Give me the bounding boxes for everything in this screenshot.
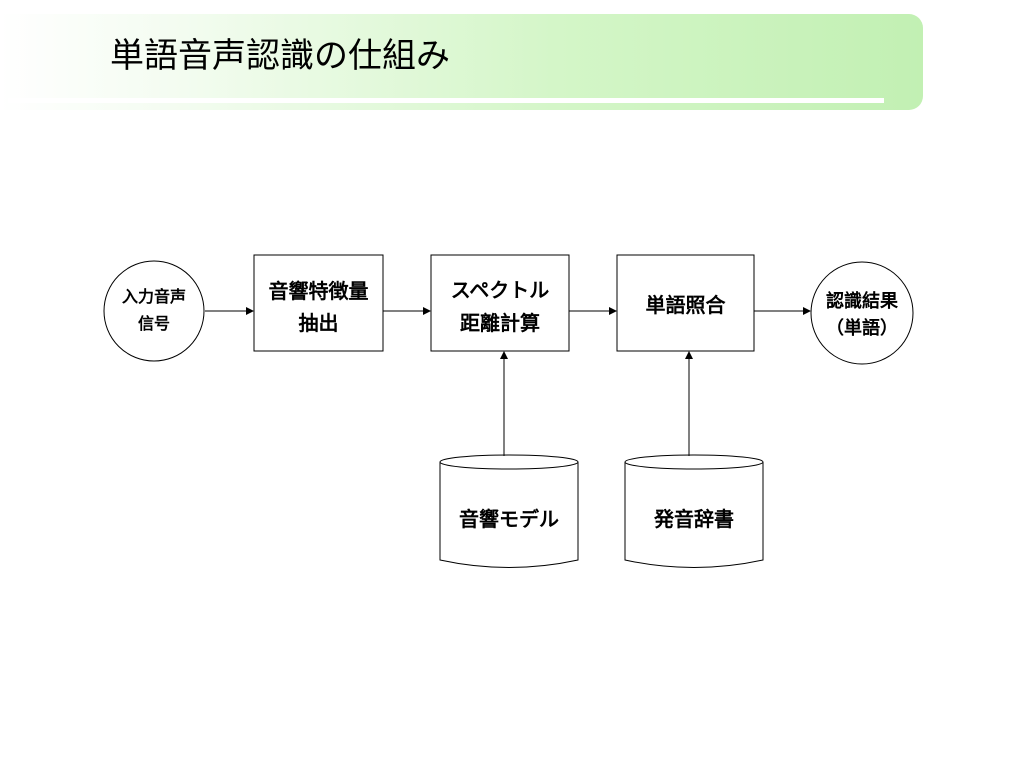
word-matching-label: 単語照合 — [646, 293, 727, 317]
acoustic-model-cylinder-body — [439, 462, 579, 568]
word-matching-box — [616, 254, 755, 352]
title-band — [0, 14, 923, 110]
feature-extraction-label-line2: 抽出 — [299, 311, 339, 335]
node-spectral-distance: スペクトル 距離計算 — [430, 254, 570, 352]
input-signal-label-line1: 入力音声 — [122, 287, 186, 306]
input-signal-label-line2: 信号 — [138, 314, 170, 333]
node-word-matching: 単語照合 — [616, 254, 755, 352]
node-result: 認識結果 （単語） — [810, 261, 914, 365]
pronunciation-dictionary-cylinder-top — [624, 454, 764, 470]
acoustic-model-label: 音響モデル — [459, 507, 559, 531]
spectral-distance-label-line1: スペクトル — [451, 278, 550, 302]
result-label-line2: （単語） — [826, 317, 898, 339]
title-divider — [8, 98, 884, 103]
node-pronunciation-dictionary: 発音辞書 — [624, 454, 764, 568]
pronunciation-dictionary-cylinder-body — [624, 462, 764, 568]
node-acoustic-model: 音響モデル — [439, 454, 579, 568]
input-signal-circle — [103, 260, 205, 362]
slide-title: 単語音声認識の仕組み — [110, 36, 450, 76]
node-feature-extraction: 音響特徴量 抽出 — [253, 254, 384, 352]
result-circle — [810, 261, 914, 365]
acoustic-model-cylinder-top — [439, 454, 579, 470]
result-label-line1: 認識結果 — [826, 290, 899, 312]
feature-extraction-box — [253, 254, 384, 352]
spectral-distance-label-line2: 距離計算 — [460, 311, 540, 335]
node-input-signal: 入力音声 信号 — [103, 260, 205, 362]
pronunciation-dictionary-label: 発音辞書 — [653, 507, 734, 531]
feature-extraction-label-line1: 音響特徴量 — [269, 279, 369, 303]
spectral-distance-box — [430, 254, 570, 352]
